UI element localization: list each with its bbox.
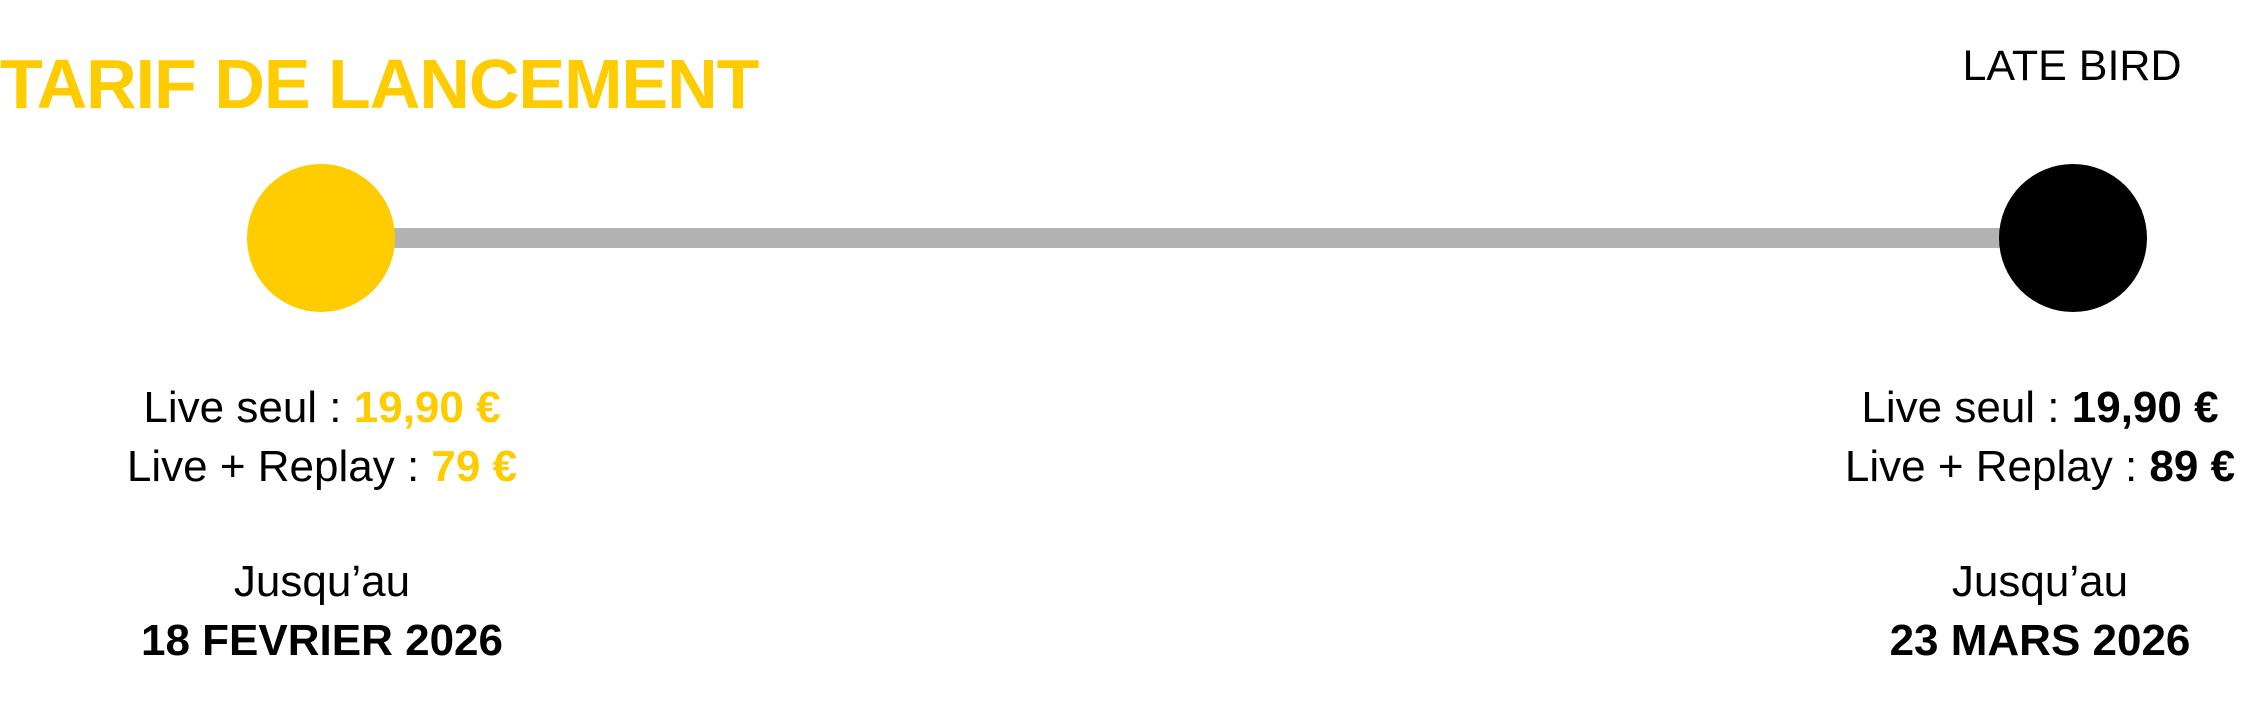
late-bird-title: LATE BIRD <box>1962 42 2182 90</box>
until-label: Jusqu’au <box>1951 557 2129 606</box>
replay-price: 89 € <box>2149 442 2236 491</box>
launch-price-title: TARIF DE LANCEMENT <box>0 45 759 123</box>
late-bird-milestone-dot <box>1999 164 2147 312</box>
late-bird-prices: Live seul : 19,90 € Live + Replay : 89 € <box>1740 378 2252 496</box>
launch-prices: Live seul : 19,90 € Live + Replay : 79 € <box>22 378 622 496</box>
replay-label: Live + Replay : <box>126 442 432 491</box>
until-date: 18 FEVRIER 2026 <box>141 616 503 665</box>
late-bird-deadline: Jusqu’au 23 MARS 2026 <box>1740 552 2252 670</box>
replay-price: 79 € <box>431 442 518 491</box>
live-label: Live seul : <box>1861 383 2072 432</box>
live-price: 19,90 € <box>2071 383 2219 432</box>
live-price: 19,90 € <box>353 383 501 432</box>
until-label: Jusqu’au <box>233 557 411 606</box>
launch-milestone-dot <box>247 164 395 312</box>
timeline-bar <box>394 228 2014 248</box>
live-label: Live seul : <box>143 383 354 432</box>
replay-label: Live + Replay : <box>1844 442 2150 491</box>
late-replay-row: Live + Replay : 89 € <box>1740 437 2252 496</box>
launch-deadline: Jusqu’au 18 FEVRIER 2026 <box>22 552 622 670</box>
launch-live-row: Live seul : 19,90 € <box>22 378 622 437</box>
launch-replay-row: Live + Replay : 79 € <box>22 437 622 496</box>
until-date: 23 MARS 2026 <box>1889 616 2191 665</box>
late-live-row: Live seul : 19,90 € <box>1740 378 2252 437</box>
